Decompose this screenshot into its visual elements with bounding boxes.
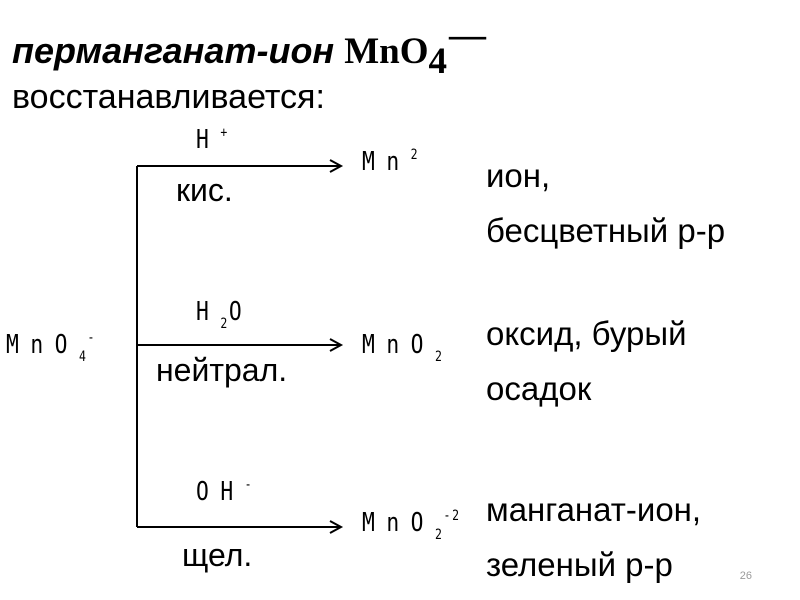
reagent-neutral-subscript: 2 <box>220 316 229 332</box>
reagent-alkaline-main: OH <box>196 477 245 507</box>
condition-acidic: кис. <box>176 172 233 208</box>
description-acidic: ион, бесцветный р-р <box>486 148 725 258</box>
reagent-alkaline: OH- <box>196 477 253 507</box>
arrowhead-alkaline <box>329 520 344 534</box>
product-alkaline-subscript: 2 <box>434 527 444 543</box>
description-acidic-line1: ион, <box>486 157 551 194</box>
product-alkaline-charge: -2 <box>443 508 461 524</box>
description-neutral-line2: осадок <box>486 370 592 407</box>
product-neutral-subscript: 2 <box>434 349 444 365</box>
description-neutral: оксид, бурый осадок <box>486 306 687 416</box>
title-formula: MnO <box>344 31 429 72</box>
subtitle: восстанавливается: <box>12 78 325 116</box>
arrowhead-acidic <box>329 159 344 173</box>
page-title: перманганат-ион MnO4— <box>12 14 486 83</box>
product-acidic-main: Mn <box>362 147 411 177</box>
reactant-formula: MnO4 - <box>6 330 96 365</box>
description-alkaline-line2: зеленый р-р <box>486 546 673 583</box>
product-acidic: Mn2 <box>362 147 419 177</box>
title-formula-charge: — <box>448 15 486 56</box>
reactant-charge: - <box>87 330 97 346</box>
title-ion-name: перманганат-ион <box>12 30 345 71</box>
condition-neutral: нейтрал. <box>156 352 288 388</box>
product-neutral: MnO2 <box>362 330 444 365</box>
description-alkaline-line1: манганат-ион, <box>486 491 702 528</box>
condition-alkaline: щел. <box>182 537 253 573</box>
product-neutral-main: MnO <box>362 330 435 360</box>
reagent-neutral-tail: O <box>228 297 254 327</box>
reagent-neutral: H2O <box>196 297 253 332</box>
reactant-subscript: 4 <box>78 349 88 365</box>
product-alkaline: MnO2 -2 <box>362 508 461 543</box>
reagent-acidic-main: H <box>196 125 221 155</box>
reactant-main: MnO <box>6 330 79 360</box>
reagent-alkaline-charge: - <box>244 477 254 493</box>
description-acidic-line2: бесцветный р-р <box>486 212 726 249</box>
reagent-neutral-main: H <box>196 297 221 327</box>
product-acidic-charge: 2 <box>410 147 420 163</box>
reagent-acidic-charge: + <box>220 125 229 141</box>
title-formula-subscript: 4 <box>428 41 447 82</box>
page-number: 26 <box>739 570 752 582</box>
reagent-acidic: H+ <box>196 125 229 155</box>
description-alkaline: манганат-ион, зеленый р-р <box>486 482 701 592</box>
description-neutral-line1: оксид, бурый <box>486 315 687 352</box>
arrowhead-neutral <box>329 338 344 352</box>
product-alkaline-main: MnO <box>362 508 435 538</box>
